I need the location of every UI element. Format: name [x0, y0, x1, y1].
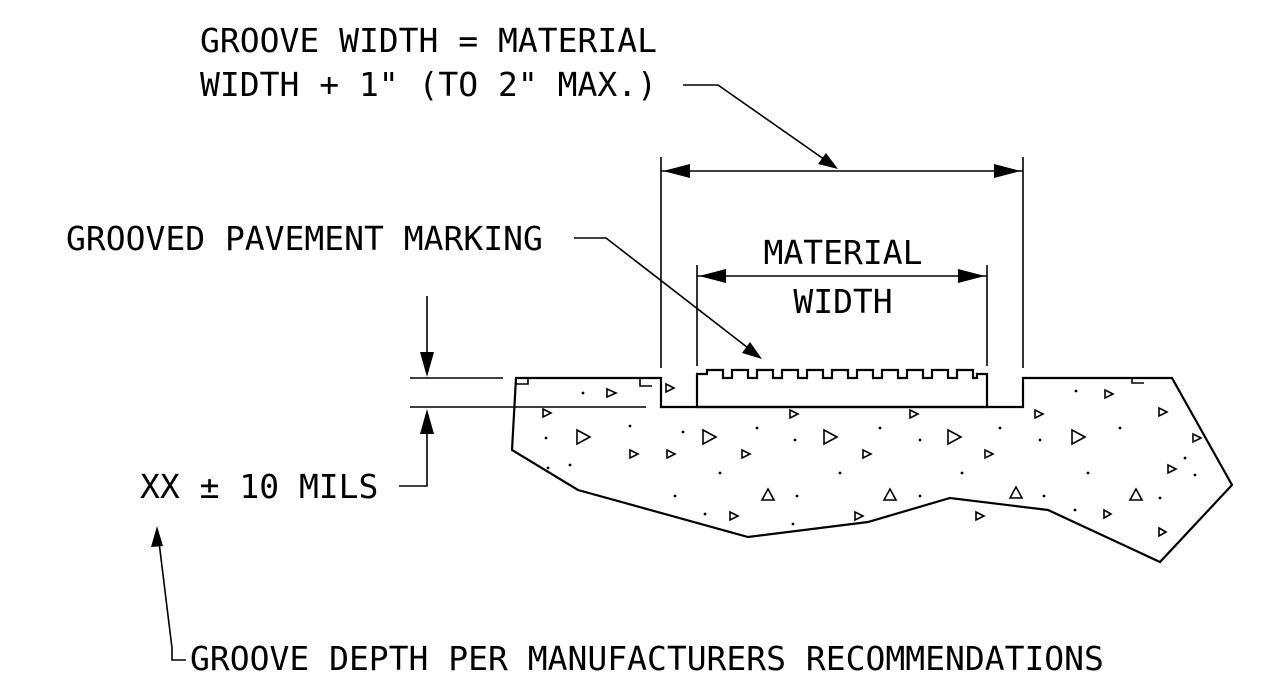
groove-width-leader	[683, 84, 829, 163]
material-width-arrow-right	[958, 269, 985, 283]
groove-depth-note: GROOVE DEPTH PER MANUFACTURERS RECOMMEND…	[190, 639, 1104, 678]
depth-arrow-bottom	[420, 409, 434, 434]
grooved-marking-leader	[574, 237, 753, 352]
groove-width-label-line1: GROOVE WIDTH = MATERIAL	[200, 21, 657, 60]
grooved-marking-leader-arrow	[742, 342, 762, 359]
marking-material	[695, 368, 989, 409]
depth-tolerance-leader	[399, 420, 428, 487]
groove-width-arrow-left	[663, 164, 690, 178]
concrete-aggregate	[542, 382, 1203, 538]
groove-depth-note-arrow	[151, 526, 163, 547]
surface-corner-mark-mid	[639, 378, 652, 387]
groove-width-leader-arrow	[818, 153, 838, 169]
material-width-arrow-left	[699, 269, 726, 283]
grooved-marking-label: GROOVED PAVEMENT MARKING	[66, 219, 543, 258]
depth-tolerance-label: XX ± 10 MILS	[140, 467, 378, 506]
groove-width-arrow-right	[994, 164, 1021, 178]
depth-arrow-top	[420, 352, 434, 377]
groove-depth-note-leader	[157, 533, 186, 661]
material-width-label-line2: WIDTH	[793, 282, 892, 321]
surface-corner-mark-left	[516, 378, 529, 385]
groove-width-label-line2: WIDTH + 1" (TO 2" MAX.)	[200, 65, 657, 104]
concrete-slab	[510, 376, 1234, 564]
surface-corner-mark-right	[1131, 378, 1144, 384]
material-width-label-line1: MATERIAL	[764, 233, 923, 272]
